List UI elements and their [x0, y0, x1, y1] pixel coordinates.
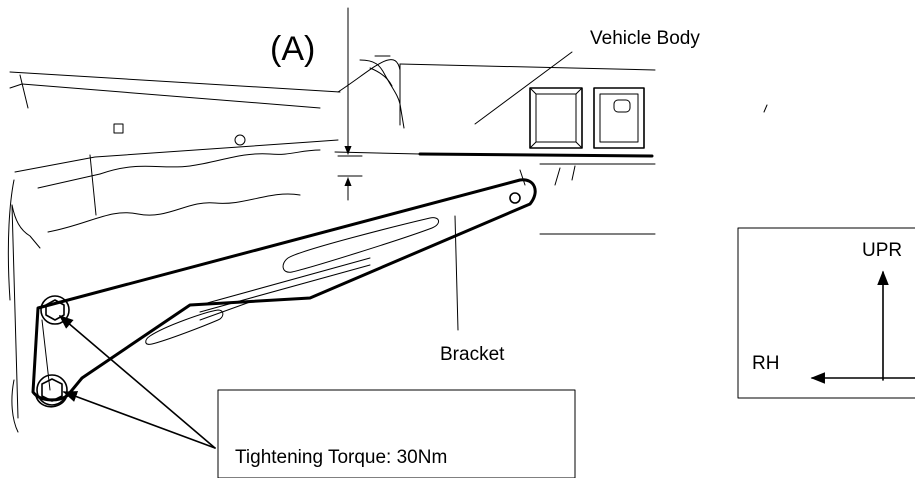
orientation-side-label: RH [752, 353, 779, 374]
torque-label: Tightening Torque: 30Nm [235, 447, 447, 468]
body-pocket-left [529, 87, 583, 149]
dimension-label: (A) [270, 30, 315, 68]
dimension-a: (A) [270, 7, 363, 201]
body-pocket-right [593, 87, 645, 149]
orientation-up-label: UPR [862, 240, 902, 261]
vehicle-body-edge [418, 152, 654, 158]
bracket-callout: Bracket [440, 215, 505, 365]
bolt-lower [35, 374, 68, 408]
bracket-label: Bracket [440, 344, 505, 365]
torque-callout: Tightening Torque: 30Nm [58, 315, 576, 479]
vehicle-body-outline [7, 55, 768, 433]
bracket-part [31, 178, 537, 402]
bolt-upper [40, 295, 70, 325]
vehicle-body-label: Vehicle Body [590, 28, 700, 49]
vehicle-body-callout: Vehicle Body [474, 28, 700, 125]
orientation-indicator: UPR RH [737, 227, 915, 399]
